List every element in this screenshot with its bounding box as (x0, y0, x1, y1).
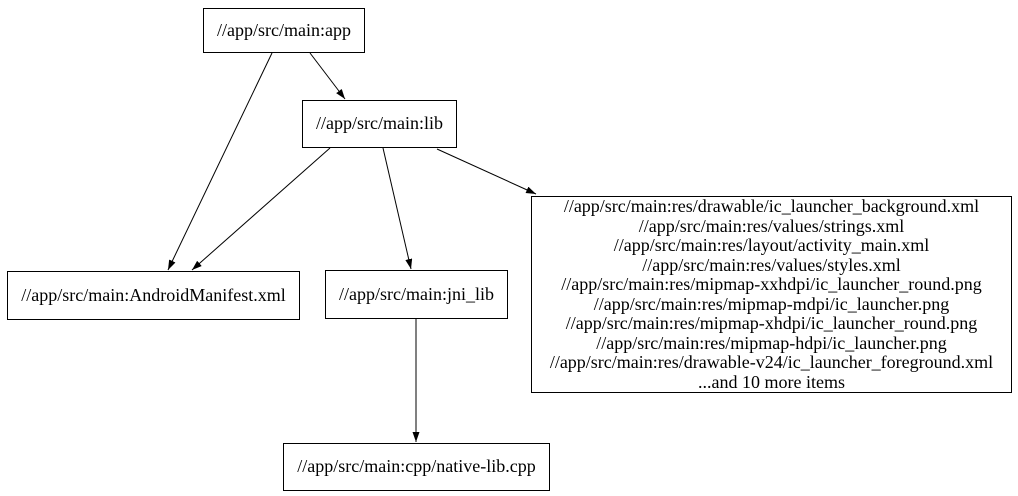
node-android-manifest: //app/src/main:AndroidManifest.xml (7, 271, 300, 320)
res-group-line: //app/src/main:res/drawable-v24/ic_launc… (549, 352, 994, 372)
node-lib-label: //app/src/main:lib (316, 113, 443, 134)
edge-app-to-lib (309, 52, 346, 100)
node-app-label: //app/src/main:app (217, 19, 351, 40)
edge-lib-to-android-manifest (191, 147, 331, 271)
res-group-line: //app/src/main:res/mipmap-xhdpi/ic_launc… (565, 313, 978, 333)
res-group-line: //app/src/main:res/values/strings.xml (638, 215, 905, 236)
node-android-manifest-label: //app/src/main:AndroidManifest.xml (21, 284, 286, 305)
node-native-lib-cpp: //app/src/main:cpp/native-lib.cpp (283, 443, 550, 491)
edge-lib-to-res-group (436, 148, 537, 195)
res-group-line: //app/src/main:res/drawable/ic_launcher_… (563, 196, 980, 216)
res-group-line: ...and 10 more items (698, 371, 845, 392)
res-group-line: //app/src/main:res/mipmap-hdpi/ic_launch… (596, 332, 947, 353)
node-app: //app/src/main:app (203, 8, 365, 53)
res-group-line: //app/src/main:res/mipmap-xxhdpi/ic_laun… (561, 274, 982, 294)
node-res-group: //app/src/main:res/drawable/ic_launcher_… (531, 196, 1012, 393)
node-jni-lib: //app/src/main:jni_lib (325, 270, 508, 319)
edge-app-to-android-manifest (167, 52, 273, 271)
node-jni-lib-label: //app/src/main:jni_lib (339, 283, 494, 304)
res-group-line: //app/src/main:res/layout/activity_main.… (613, 235, 930, 255)
node-lib: //app/src/main:lib (302, 100, 457, 148)
node-native-lib-cpp-label: //app/src/main:cpp/native-lib.cpp (297, 456, 536, 477)
res-group-line: //app/src/main:res/values/styles.xml (642, 254, 901, 275)
res-group-line: //app/src/main:res/mipmap-mdpi/ic_launch… (593, 293, 950, 314)
edge-lib-to-jni-lib (382, 147, 413, 270)
